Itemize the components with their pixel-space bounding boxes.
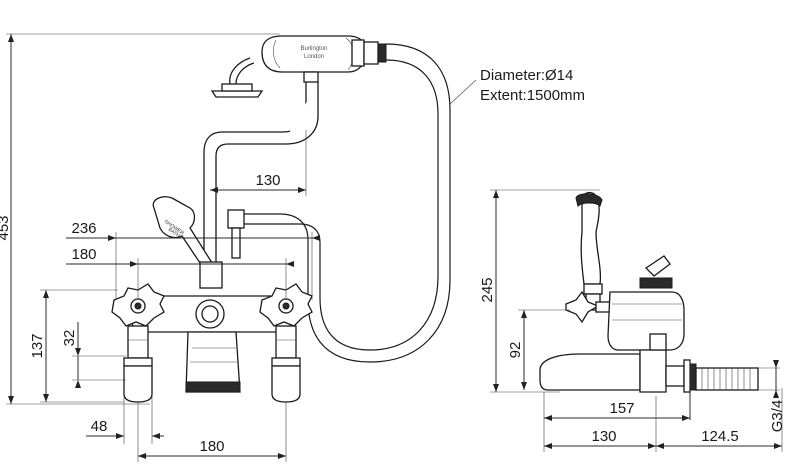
side-body <box>539 291 685 393</box>
side-diverter <box>639 255 673 289</box>
dimension-92: 92 <box>507 309 570 390</box>
dim-245-label: 245 <box>479 277 496 302</box>
dimension-245: 245 <box>479 189 600 393</box>
side-wall-connector <box>665 359 759 420</box>
hose-diameter-label: Diameter:Ø14 <box>480 67 573 84</box>
dimension-overall-height: 453 <box>0 33 280 405</box>
dim-92-label: 92 <box>507 342 524 359</box>
dim-236-label: 236 <box>71 220 96 237</box>
dimension-48: 48 <box>86 396 164 444</box>
dim-180-top-label: 180 <box>71 246 96 263</box>
diverter-lever: SHOWER BATH <box>152 196 223 289</box>
dimension-130-124: 130 124.5 <box>544 388 783 452</box>
front-view: 453 Burlington London Di <box>0 33 585 462</box>
dim-32-label: 32 <box>61 330 78 347</box>
dimension-157: 157 <box>543 392 690 452</box>
dim-g3-4-label: G3/4 <box>769 400 786 433</box>
dimension-236: 236 <box>66 220 320 300</box>
left-cross-handle <box>111 283 165 403</box>
side-lever-handle <box>575 191 603 311</box>
hose-extent-label: Extent:1500mm <box>480 87 585 104</box>
dimension-180-top: 180 <box>66 246 294 300</box>
right-cross-handle <box>259 283 313 403</box>
hose-connector <box>227 209 245 259</box>
cradle-riser: 130 <box>203 82 319 262</box>
dim-180-bottom-label: 180 <box>199 438 224 455</box>
dim-48-label: 48 <box>91 418 108 435</box>
dimension-thread: G3/4 <box>758 360 786 432</box>
dimension-137: 137 <box>29 289 124 403</box>
thread-ridges <box>701 368 751 390</box>
dimension-180-bottom: 180 <box>137 402 287 462</box>
logo-burlington: Burlington <box>300 46 327 52</box>
dim-157-label: 157 <box>609 400 634 417</box>
hand-shower: Burlington London <box>210 35 387 98</box>
logo-london: London <box>304 54 324 60</box>
dim-130-side-label: 130 <box>591 428 616 445</box>
side-view: 245 92 157 130 124.5 <box>479 189 786 452</box>
dim-124-5-label: 124.5 <box>701 428 739 445</box>
dim-137-label: 137 <box>29 333 46 358</box>
dim-130-hose-label: 130 <box>255 172 280 189</box>
dim-453-label: 453 <box>0 215 12 240</box>
dimension-32: 32 <box>61 322 126 388</box>
